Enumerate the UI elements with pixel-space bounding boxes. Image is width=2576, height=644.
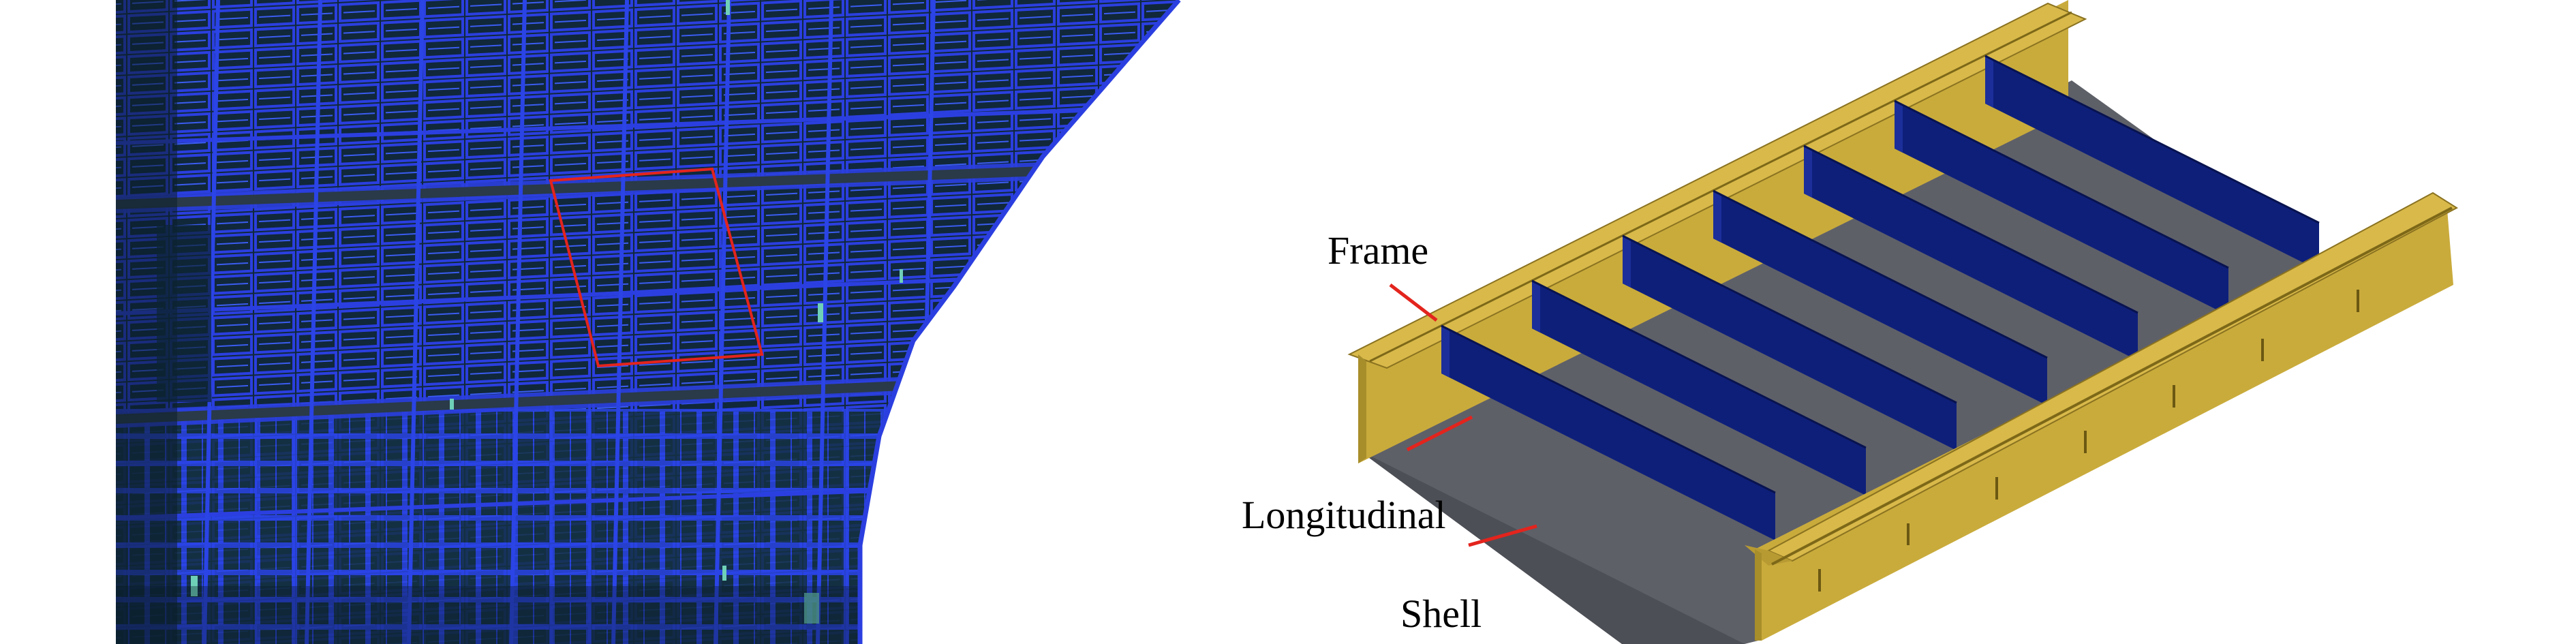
longitudinal-label: Longitudinal (1242, 493, 1446, 537)
longitudinal-top-edge (1984, 55, 2320, 224)
longitudinal-edge (1623, 236, 1631, 288)
longitudinal-web (1804, 146, 2138, 361)
longitudinal-web (1623, 236, 1957, 450)
longitudinal-leader-line (1406, 415, 1473, 452)
longitudinal-edge (1532, 281, 1540, 333)
longitudinal-web (1532, 281, 1866, 495)
longitudinal-edge (1985, 56, 1993, 108)
longitudinal-top-edge (1713, 189, 2048, 359)
longitudinal-edge (1895, 101, 1903, 153)
longitudinal-web (1713, 191, 2047, 405)
longitudinal-top-edge (1894, 99, 2229, 269)
longitudinals (1441, 55, 2320, 540)
fe-mesh-panel (116, 0, 1179, 644)
longitudinal-top-edge (1622, 234, 1957, 404)
longitudinal-top-edge (1531, 279, 1867, 449)
near-frame (1745, 191, 2458, 641)
longitudinal-edge (1441, 326, 1450, 378)
stiffened-panel-model: Frame Longitudinal Shell (1242, 0, 2458, 644)
hull-outline (857, 0, 1181, 644)
shell-leader-line (1468, 524, 1537, 547)
frame-label: Frame (1328, 228, 1428, 273)
longitudinal-top-edge (1441, 324, 1776, 494)
longitudinal-web (1895, 101, 2228, 316)
frame-notches (1818, 290, 2359, 592)
shell-label: Shell (1400, 592, 1482, 636)
longitudinal-edge (1804, 146, 1812, 198)
mesh-highlights (191, 0, 903, 624)
longitudinal-web (1985, 56, 2319, 271)
longitudinal-web (1441, 326, 1775, 540)
frame-leader-line (1389, 283, 1438, 322)
longitudinal-edge (1713, 191, 1721, 243)
leader-lines (1389, 283, 1537, 547)
longitudinal-top-edge (1803, 144, 2138, 314)
selection-box (549, 167, 764, 368)
